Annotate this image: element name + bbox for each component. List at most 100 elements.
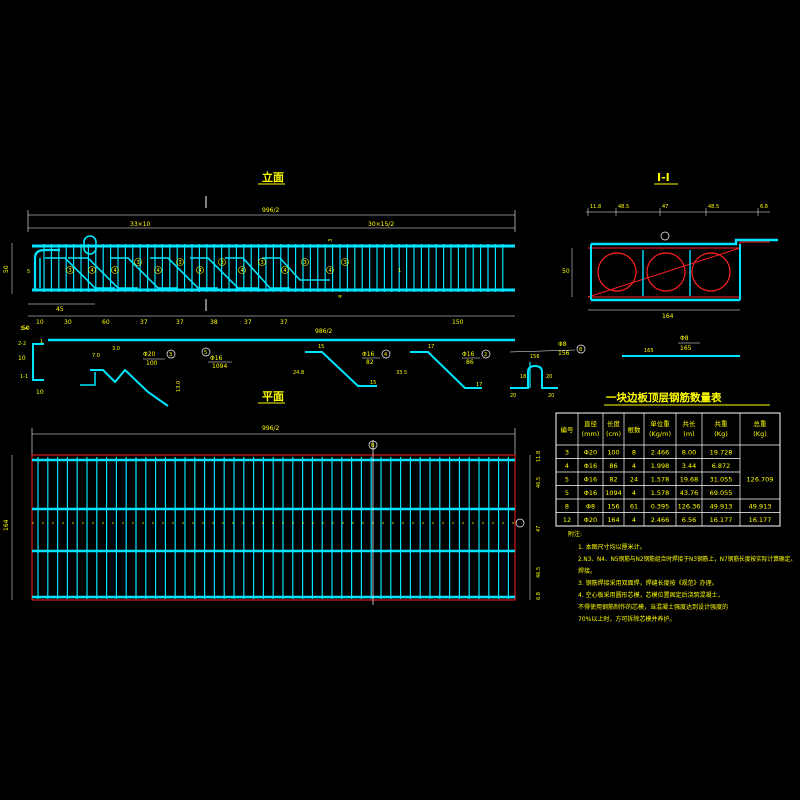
table-cell: 4 bbox=[565, 462, 569, 470]
bar-mark-number: 4 bbox=[329, 268, 332, 274]
table-cell: 19.68 bbox=[680, 476, 699, 484]
side-label: 3-4 bbox=[20, 326, 28, 332]
bar-shape-3: Φ20 100 3 7.0 3.0 13.0 bbox=[80, 346, 182, 407]
table-grid: 编号直径(mm)长度(cm)根数单位重(Kg/m)共长(m)共重(Kg)总重(K… bbox=[555, 412, 781, 527]
bar3-dim-b: 3.0 bbox=[112, 346, 120, 352]
plan-centerline-mark bbox=[515, 518, 525, 528]
bar-mark-circle bbox=[326, 266, 334, 274]
table-cell: 164 bbox=[607, 516, 619, 524]
note-line-1: 1. 本图尺寸均以厘米计。 bbox=[578, 543, 646, 551]
section-width-text: 164 bbox=[662, 313, 674, 320]
table-cell: 6.872 bbox=[712, 462, 731, 470]
bar6-dim-a: 17 bbox=[428, 344, 434, 350]
bar8-dim-a: 20 bbox=[510, 393, 516, 399]
section-top-dim-text: 47 bbox=[662, 204, 668, 210]
table-cell: 49.913 bbox=[749, 503, 772, 511]
bar3-mark: 3 bbox=[169, 352, 172, 358]
bar5-dim-b: 24.8 bbox=[293, 370, 304, 376]
plan-transverse-bars bbox=[37, 457, 509, 599]
bottom-dim-text: 37 bbox=[176, 319, 184, 326]
table-cell: 100 bbox=[607, 449, 619, 457]
bar-mark-circle bbox=[238, 266, 246, 274]
table-cell: Φ20 bbox=[584, 516, 597, 524]
table-cell: 82 bbox=[609, 476, 617, 484]
table-cell: 8 bbox=[565, 503, 569, 511]
table-cell: 2.466 bbox=[651, 516, 670, 524]
table-cell: 69.055 bbox=[710, 489, 733, 497]
bar3-dim-a: 7.0 bbox=[92, 353, 100, 359]
bar-mark-number: 4 bbox=[157, 268, 160, 274]
table-cell: 3 bbox=[565, 449, 569, 457]
section-top-dim-text: 48.5 bbox=[618, 204, 629, 210]
bar3-dia: Φ20 bbox=[143, 351, 156, 358]
table-cell: 43.76 bbox=[680, 489, 699, 497]
table-cell: 4 bbox=[632, 489, 636, 497]
mid-mark-b: 4 bbox=[338, 295, 344, 298]
bar8-len: 156 bbox=[558, 350, 570, 357]
bar-shape-details: 1 10 50 10 986/2 Φ16 1094 5 Φ20 100 3 7.… bbox=[18, 325, 740, 407]
note-line-3: 焊接。 bbox=[578, 567, 596, 575]
plan-right-dim-text: 11.8 bbox=[536, 451, 542, 462]
bar6-dim-c: 17 bbox=[476, 382, 482, 388]
note-line-2: 2.N3、N4、N5钢筋与N2钢筋组合时焊接于N3钢筋上，N7钢筋长度按实际计算… bbox=[578, 555, 796, 563]
fill-note: 5 bbox=[27, 269, 30, 275]
bar5-dim-c: 15 bbox=[370, 380, 376, 386]
table-header-cell: 根数 bbox=[628, 425, 642, 434]
plan-center-mark-circle bbox=[368, 440, 378, 450]
bar-mark-circle bbox=[134, 258, 142, 266]
table-cell: Φ16 bbox=[584, 462, 597, 470]
bar-mark-circle bbox=[341, 258, 349, 266]
table-cell: 2.466 bbox=[651, 449, 670, 457]
bar-mark-number: 4 bbox=[114, 268, 117, 274]
bar-mark-circle bbox=[88, 266, 96, 274]
bar8-dia: Φ8 bbox=[558, 341, 567, 348]
plan-overall-dimension: 996/2 bbox=[31, 425, 516, 455]
side-label: 2-2 bbox=[18, 341, 26, 347]
table-cell: 126.36 bbox=[678, 503, 701, 511]
section-title: I-I bbox=[657, 171, 670, 184]
bar-mark-number: 3 bbox=[221, 260, 224, 266]
table-cell: 16.177 bbox=[710, 516, 733, 524]
elevation-overall-dim-text: 996/2 bbox=[262, 207, 279, 214]
table-cell: 12 bbox=[563, 516, 571, 524]
bar1-dim-c: 10 bbox=[36, 389, 44, 396]
plan-center-mark: B bbox=[371, 443, 375, 449]
plan-overall-dim-text: 996/2 bbox=[262, 425, 279, 432]
plan-right-dim-text: 46.5 bbox=[536, 567, 542, 578]
note-line-6: 不得使用钢筋制作的芯模，当混凝土强度达到设计强度的 bbox=[578, 603, 728, 611]
table-header-cell: (cm) bbox=[606, 430, 621, 438]
mid-mark-a: 3 bbox=[328, 239, 334, 242]
table-cell: 8.00 bbox=[682, 449, 696, 457]
section-hollow-cores bbox=[597, 252, 731, 292]
section-outline bbox=[587, 238, 778, 302]
note-line-7: 70%以上时，方可拆除芯模并养护。 bbox=[578, 615, 675, 623]
bar4-dia: Φ16 bbox=[210, 355, 223, 362]
table-cell: 1094 bbox=[605, 489, 622, 497]
table-cell: 1.998 bbox=[651, 462, 670, 470]
bar-shape-4: 986/2 Φ16 1094 5 bbox=[48, 328, 515, 370]
bottom-dim-text: 10 bbox=[36, 319, 44, 326]
bar-mark-number: 4 bbox=[284, 268, 287, 274]
bottom-dim-text: 37 bbox=[140, 319, 148, 326]
elevation-bottom-dims: 45 bbox=[28, 303, 515, 317]
bottom-dim-text: 150 bbox=[452, 319, 464, 326]
plan-title: 平面 bbox=[262, 390, 284, 403]
bar-mark-circle bbox=[281, 266, 289, 274]
table-cell: 4 bbox=[632, 462, 636, 470]
table-header-cell: (mm) bbox=[582, 430, 600, 438]
bar5-dia: Φ16 bbox=[362, 351, 375, 358]
table-header-cell: 单位重 bbox=[650, 419, 670, 428]
bar-mark-circle bbox=[154, 266, 162, 274]
table-cell: 3.44 bbox=[682, 462, 696, 470]
table-cell: 31.055 bbox=[710, 476, 733, 484]
bar-mark-number: 3 bbox=[344, 260, 347, 266]
bar5-len: 82 bbox=[366, 359, 374, 366]
table-header-cell: (m) bbox=[683, 430, 694, 438]
bottom-dim-text: 38 bbox=[210, 319, 218, 326]
table-cell: 1.578 bbox=[651, 489, 670, 497]
bottom-dim-text: 60 bbox=[102, 319, 110, 326]
bar1-dim-a: 10 bbox=[18, 355, 26, 362]
